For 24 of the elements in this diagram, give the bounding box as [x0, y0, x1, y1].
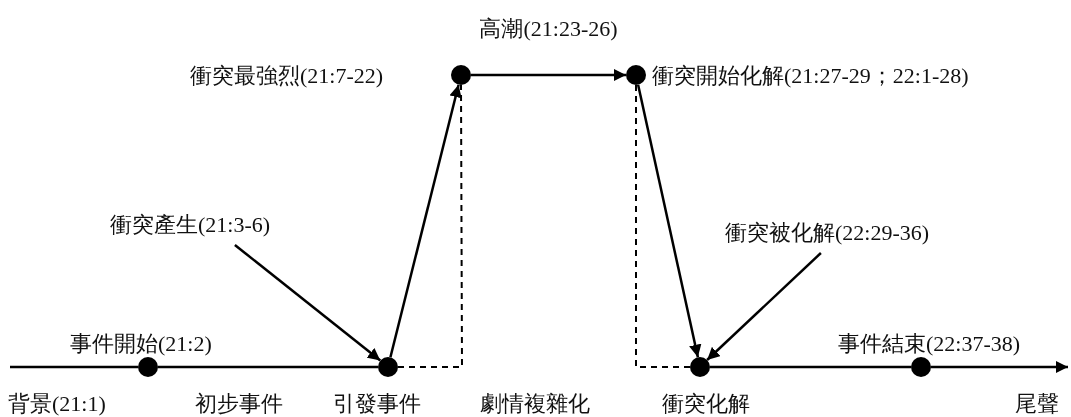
- event-dot: [138, 357, 158, 377]
- edge-label: 高潮(21:23-26): [477, 15, 620, 43]
- arrow: [931, 360, 1068, 374]
- callout-text: 衝突產生(21:3-6): [110, 211, 271, 239]
- event-dot: [451, 65, 471, 85]
- event-label: 事件開始(21:2): [70, 330, 212, 358]
- event-dot: [690, 357, 710, 377]
- event-dot: [911, 357, 931, 377]
- phase-label: 劇情複雜化: [480, 390, 590, 417]
- phase-label: 衝突化解: [662, 390, 750, 417]
- phase-label: 引發事件: [333, 390, 421, 417]
- event-label: 衝突開始化解(21:27-29；22:1-28): [652, 62, 969, 90]
- arrow: [636, 84, 702, 358]
- event-label: 事件結束(22:37-38): [838, 330, 1021, 358]
- event-dot: [626, 65, 646, 85]
- phase-label: 初步事件: [195, 390, 283, 417]
- phase-label: 尾聲: [1015, 390, 1059, 417]
- callout-text: 衝突被化解(22:29-36): [725, 219, 930, 247]
- dashed-guide-line: [635, 84, 691, 368]
- event-label: 衝突最強烈(21:7-22): [190, 62, 384, 90]
- arrow: [471, 68, 626, 82]
- event-dot: [378, 357, 398, 377]
- arrow: [234, 244, 382, 362]
- arrow: [706, 252, 822, 361]
